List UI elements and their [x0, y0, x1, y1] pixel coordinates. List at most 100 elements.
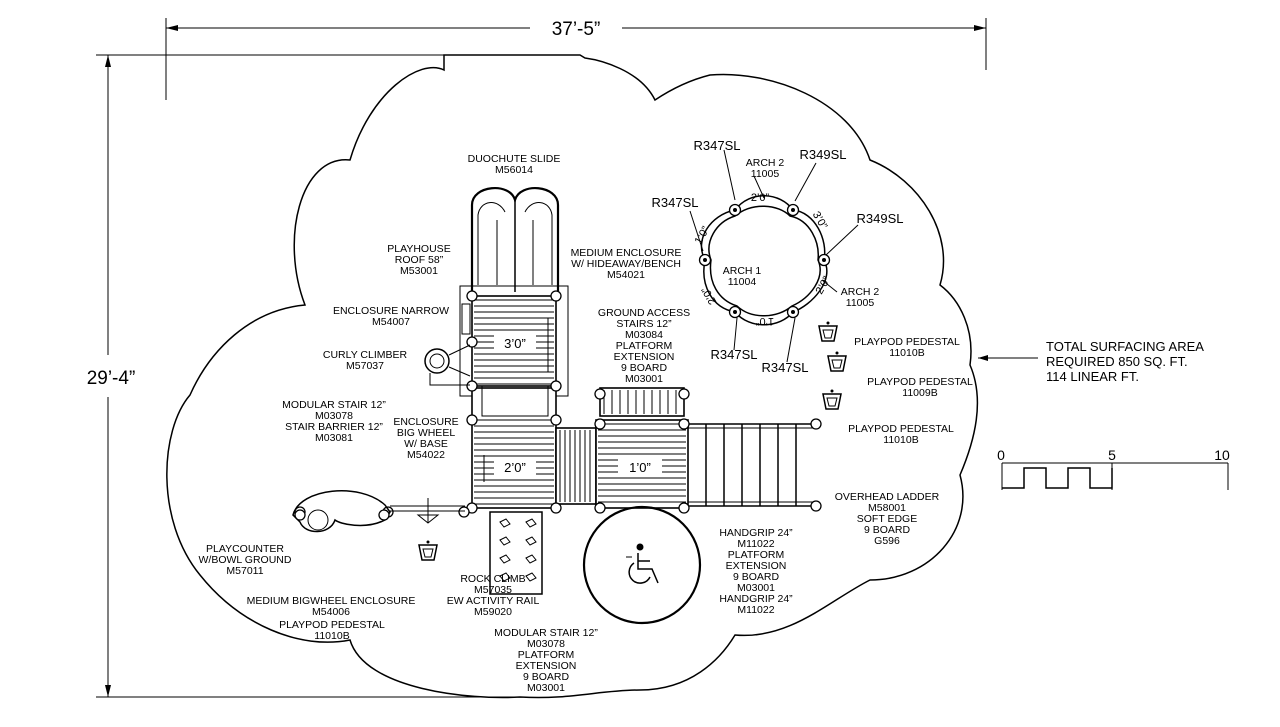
label-line: PLAYCOUNTER — [206, 543, 284, 555]
surfacing-note-line: 114 LINEAR FT. — [1046, 369, 1139, 384]
scale-tick-label: 0 — [997, 447, 1005, 463]
accessible-route-circle — [582, 505, 702, 625]
label-line: STAIR BARRIER 12” — [285, 421, 383, 433]
surfacing-note-arrow — [978, 355, 988, 361]
label-line: M58001 — [868, 502, 906, 514]
label-line: M57011 — [226, 565, 263, 577]
label-line: W/BOWL GROUND — [199, 554, 292, 566]
label-line: M03001 — [625, 373, 663, 385]
label-line: MODULAR STAIR 12” — [494, 627, 598, 639]
rock-climb — [489, 511, 543, 595]
arch-dim-label: 3’0” — [810, 210, 830, 232]
deck-size-label: 2’0” — [504, 460, 526, 475]
label-line: G596 — [874, 535, 900, 547]
label-line: PLATFORM — [616, 340, 672, 352]
modular-stair-bottom-label: MODULAR STAIR 12”M03078PLATFORMEXTENSION… — [494, 627, 598, 694]
label-line: MEDIUM ENCLOSURE — [571, 247, 682, 259]
label-line: M56014 — [495, 164, 533, 176]
overhead-ladder — [688, 423, 816, 507]
label-line: PLAYPOD PEDESTAL — [848, 423, 954, 435]
label-line: GROUND ACCESS — [598, 307, 690, 319]
label-line: M53001 — [400, 265, 438, 277]
label-line: EXTENSION — [516, 660, 577, 672]
duochute-slide — [470, 186, 560, 292]
label-line: BIG WHEEL — [397, 427, 456, 439]
r347-left-label: R347SL — [652, 195, 699, 210]
label-line: PLAYPOD PEDESTAL — [279, 619, 385, 631]
label-line: ROCK CLIMB — [460, 573, 525, 585]
label-line: M54022 — [407, 449, 445, 461]
label-line: 9 BOARD — [864, 524, 911, 536]
scale-bar: 0 5 10 — [997, 447, 1230, 490]
label-line: ARCH 1 — [723, 265, 762, 277]
width-dimension: 37’-5” — [165, 18, 987, 100]
arch-dim-label: 1’0” — [755, 315, 774, 327]
label-line: 9 BOARD — [523, 671, 570, 683]
arch-dim-label: 2’0” — [699, 284, 719, 306]
lower-left-deck: 2’0” — [471, 385, 557, 509]
label-line: 9 BOARD — [733, 571, 780, 583]
label-line: M03081 — [315, 432, 353, 444]
label-line: M59020 — [474, 606, 512, 618]
label-line: 11009B — [902, 387, 937, 399]
label-line: EW ACTIVITY RAIL — [447, 595, 540, 607]
label-line: PLAYPOD PEDESTAL — [867, 376, 973, 388]
playcounter — [292, 490, 465, 533]
label-line: PLAYHOUSE — [387, 243, 450, 255]
label-line: 9 BOARD — [621, 362, 668, 374]
label-line: M03078 — [527, 638, 565, 650]
r349-right-label: R349SL — [857, 211, 904, 226]
label-line: EXTENSION — [614, 351, 675, 363]
label-line: M03084 — [625, 329, 663, 341]
arch-dim-label: 2’0” — [814, 274, 834, 296]
label-line: CURLY CLIMBER — [323, 349, 408, 361]
r347-top-label: R347SL — [694, 138, 741, 153]
label-line: 11005 — [751, 168, 780, 180]
label-line: ARCH 2 — [841, 286, 880, 298]
label-line: M57035 — [474, 584, 512, 596]
label-line: 11005 — [846, 297, 875, 309]
label-line: EXTENSION — [726, 560, 787, 572]
label-line: M03078 — [315, 410, 353, 422]
label-line: ENCLOSURE — [393, 416, 458, 428]
height-dimension: 29’-4” — [87, 54, 520, 698]
label-line: M03001 — [737, 582, 775, 594]
label-line: M54007 — [372, 316, 410, 328]
label-line: MODULAR STAIR 12” — [282, 399, 386, 411]
lower-middle-deck: 1’0” — [595, 387, 689, 509]
label-line: SOFT EDGE — [857, 513, 917, 525]
label-line: STAIRS 12” — [616, 318, 672, 330]
surfacing-note-line: TOTAL SURFACING AREA — [1046, 339, 1204, 354]
playpod-pedestals — [418, 321, 847, 561]
label-line: 11004 — [728, 276, 757, 288]
label-line: W/ HIDEAWAY/BENCH — [571, 258, 681, 270]
label-line: PLATFORM — [518, 649, 574, 661]
label-line: M57037 — [346, 360, 384, 372]
r347-bottom-right-label: R347SL — [762, 360, 809, 375]
label-line: 11010B — [889, 347, 924, 359]
label-line: OVERHEAD LADDER — [835, 491, 940, 503]
label-line: HANDGRIP 24” — [719, 593, 793, 605]
upper-deck: 3’0” — [459, 285, 569, 397]
curly-climber — [424, 344, 471, 386]
label-line: PLAYPOD PEDESTAL — [854, 336, 960, 348]
deck-size-label: 3’0” — [504, 336, 526, 351]
label-line: PLATFORM — [728, 549, 784, 561]
